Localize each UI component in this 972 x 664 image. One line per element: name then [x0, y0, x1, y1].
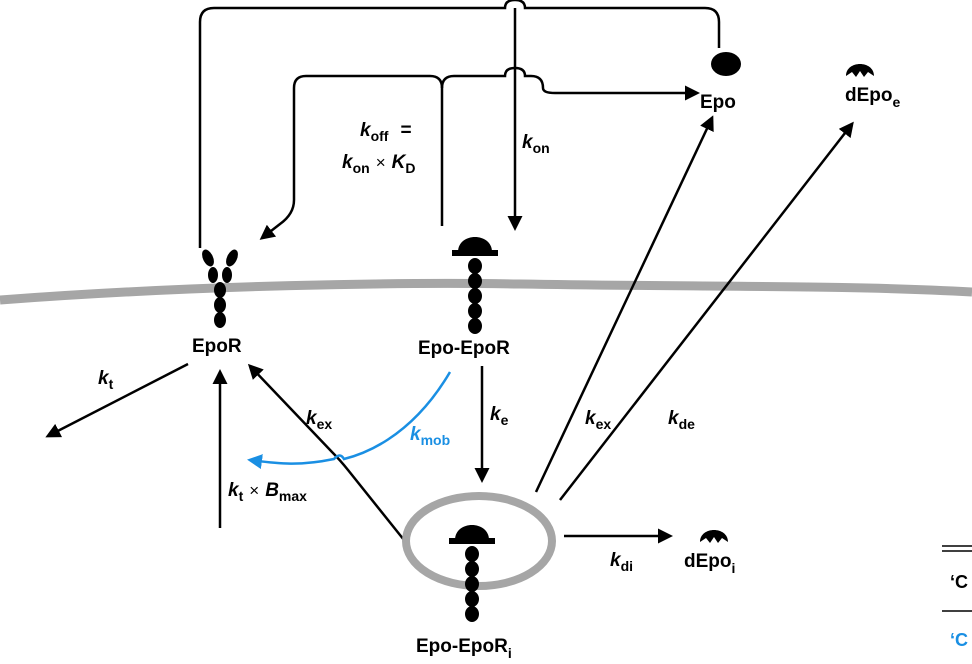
depo-e-label: dEpoe	[845, 85, 901, 110]
table-fragment-blue: ‘C	[950, 630, 968, 650]
degraded-epo-i-icon	[700, 530, 728, 543]
degraded-epo-icon	[846, 64, 874, 77]
kt-label: kt	[98, 368, 114, 392]
epo-epor-i-label: Epo-EpoRi	[416, 636, 512, 661]
epor-to-epo-binding-line	[198, 0, 721, 248]
bound-receptor-icon	[452, 237, 498, 334]
kdi-label: kdi	[610, 550, 633, 574]
epo-epor-label: Epo-EpoR	[418, 338, 510, 359]
kt-arrow	[45, 362, 189, 438]
ke-label: ke	[490, 404, 509, 428]
endosome-icon	[402, 492, 556, 590]
receptor-icon	[202, 249, 238, 328]
kmob-label: kmob	[410, 424, 450, 448]
kex-right-label: kex	[585, 408, 611, 432]
epo-label: Epo	[700, 92, 736, 113]
epor-label: EpoR	[192, 336, 242, 357]
kde-label: kde	[668, 408, 695, 432]
kmob-arrow	[247, 371, 452, 470]
depo-i-label: dEpoi	[684, 551, 735, 576]
kde-arrow	[559, 121, 854, 501]
table-fragment-black: ‘C	[950, 572, 968, 592]
kex-left-label: kex	[306, 408, 332, 432]
koff-label: koff=	[360, 120, 412, 144]
cell-membrane	[0, 278, 972, 305]
kex-exo-arrow	[534, 115, 714, 493]
kex-recycle-arrow	[247, 363, 405, 541]
kon-label: kon	[522, 132, 550, 156]
kt-bmax-label: kt×Bmax	[228, 480, 307, 504]
koff-arrow	[259, 74, 444, 240]
koff-return-line	[440, 66, 700, 226]
internalized-complex-icon	[449, 525, 495, 622]
epo-ligand-icon	[711, 52, 741, 76]
kon-times-kd-label: kon×KD	[342, 152, 415, 176]
